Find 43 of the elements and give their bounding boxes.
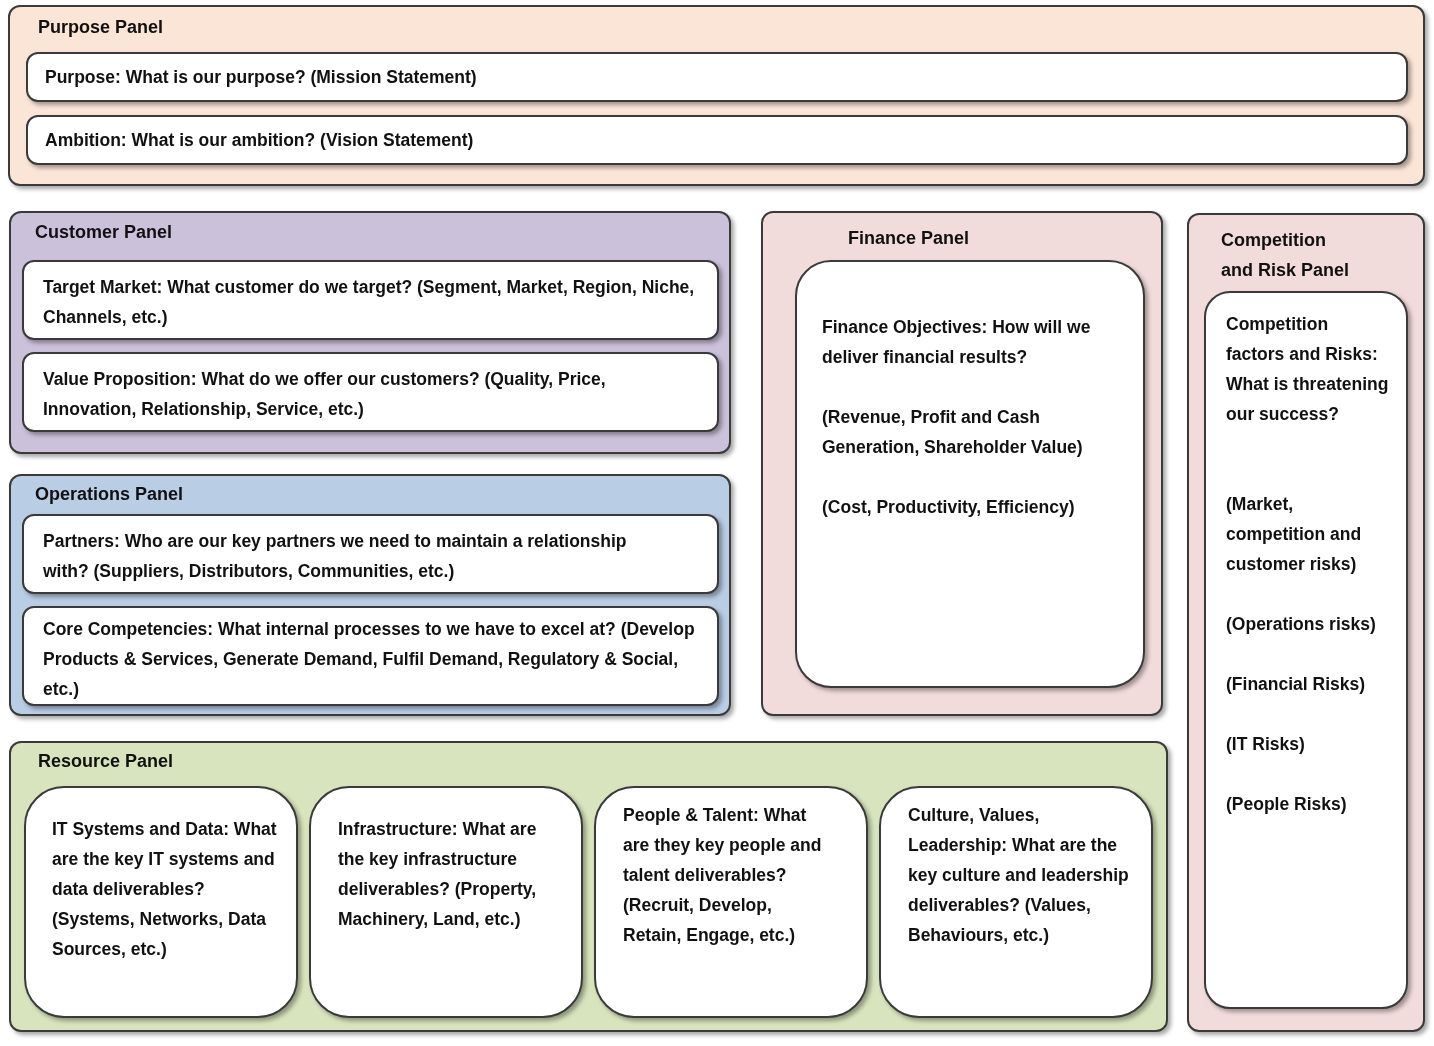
panel-background bbox=[1187, 213, 1425, 1032]
text-box bbox=[309, 786, 583, 1018]
text-box bbox=[22, 514, 719, 594]
box-text: Competition factors and Risks: What is threatening our success? bbox=[1226, 313, 1390, 426]
box-text: Culture, Values, Leadership: What are the key culture and leadership deliverables? (Values, Behaviours, etc.) bbox=[908, 804, 1130, 947]
text-box bbox=[22, 606, 719, 706]
box-text: Purpose: What is our purpose? (Mission Statement) bbox=[45, 66, 478, 89]
box-text: Value Proposition: What do we offer our customers? (Quality, Price, Innovation, Relationship, Service, etc.) bbox=[43, 368, 607, 421]
box-text: (Cost, Productivity, Efficiency) bbox=[822, 496, 1076, 519]
box-text: Infrastructure: What are the key infrastructure deliverables? (Property, Machinery, Land, etc.) bbox=[338, 818, 538, 931]
panel-title: Finance Panel bbox=[848, 227, 970, 250]
text-box bbox=[594, 786, 868, 1018]
box-text: People & Talent: What are they key people and talent deliverables? (Recruit, Develop, Retain, Engage, etc.) bbox=[623, 804, 823, 947]
box-text: (People Risks) bbox=[1226, 793, 1348, 816]
box-text: (Market, competition and customer risks) bbox=[1226, 493, 1363, 576]
panel-background bbox=[761, 211, 1163, 716]
box-text: (IT Risks) bbox=[1226, 733, 1306, 756]
box-text: Core Competencies: What internal processes to we have to excel at? (Develop Products & Services, Generate Demand, Fulfil Demand, Regulatory & Social, etc.) bbox=[43, 618, 696, 701]
text-box bbox=[26, 115, 1408, 165]
panel-title: Customer Panel bbox=[35, 221, 173, 244]
text-box bbox=[24, 786, 298, 1018]
text-box bbox=[26, 52, 1408, 102]
text-box bbox=[1204, 291, 1408, 1009]
box-text: Ambition: What is our ambition? (Vision Statement) bbox=[45, 129, 475, 152]
box-text: (Revenue, Profit and Cash Generation, Shareholder Value) bbox=[822, 406, 1084, 459]
text-box bbox=[22, 260, 719, 340]
box-text: Finance Objectives: How will we deliver financial results? bbox=[822, 316, 1092, 369]
text-box bbox=[879, 786, 1153, 1018]
panel-title: Operations Panel bbox=[35, 483, 184, 506]
box-text: Target Market: What customer do we target? (Segment, Market, Region, Niche, Channels, etc.) bbox=[43, 276, 696, 329]
box-text: (Operations risks) bbox=[1226, 613, 1377, 636]
panel-background bbox=[9, 474, 731, 716]
panel-background bbox=[8, 5, 1425, 186]
box-text: (Financial Risks) bbox=[1226, 673, 1367, 696]
panel-title: Purpose Panel bbox=[38, 16, 164, 39]
panel-background bbox=[9, 211, 731, 454]
panel-title: Resource Panel bbox=[38, 750, 174, 773]
text-box bbox=[22, 352, 719, 432]
box-text: Partners: Who are our key partners we need to maintain a relationship with? (Suppliers, Distributors, Communities, etc.) bbox=[43, 530, 628, 583]
text-box bbox=[795, 260, 1145, 688]
panel-background bbox=[9, 741, 1168, 1032]
panel-title: Competition and Risk Panel bbox=[1221, 229, 1351, 282]
box-text: IT Systems and Data: What are the key IT systems and data deliverables? (Systems, Networks, Data Sources, etc.) bbox=[52, 818, 278, 961]
